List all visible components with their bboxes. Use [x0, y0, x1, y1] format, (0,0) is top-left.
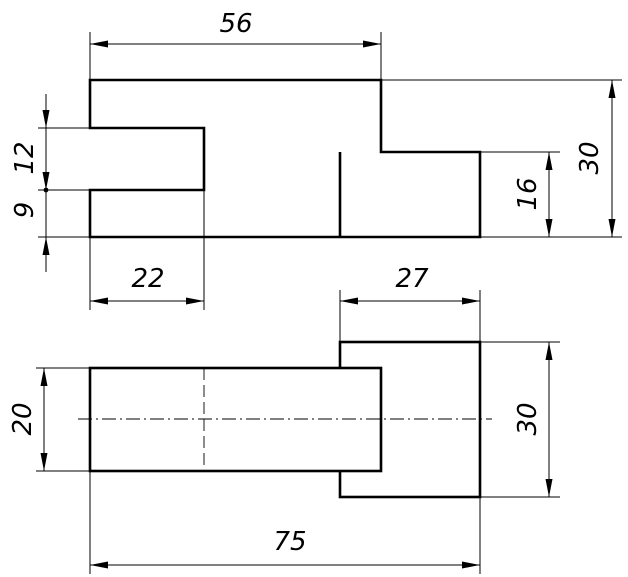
top-view: 56 30 16 12 9	[10, 9, 622, 310]
dim-total-length: 75	[90, 527, 480, 569]
dim-label-22: 22	[131, 264, 164, 294]
dim-label-75: 75	[273, 527, 306, 557]
dim-block-height: 30	[513, 342, 553, 497]
dim-slot-width: 12 9	[10, 94, 50, 272]
dim-label-56: 56	[219, 9, 252, 39]
dim-label-30-bottom: 30	[513, 402, 543, 435]
dim-label-20: 20	[8, 402, 38, 435]
top-view-outline	[88, 78, 482, 239]
bottom-view: 27 30 20 75	[8, 264, 560, 574]
dim-bar-height: 20	[8, 368, 48, 471]
dim-slot-depth: 22	[90, 264, 204, 305]
dim-label-9: 9	[10, 202, 40, 219]
dim-label-16: 16	[513, 177, 543, 210]
dim-step-height: 16	[513, 152, 553, 237]
dim-label-27: 27	[395, 264, 429, 294]
dim-label-12: 12	[10, 141, 40, 174]
dim-overall-length: 56	[90, 9, 381, 48]
dim-block-width: 27	[340, 264, 480, 305]
dim-overall-height: 30	[575, 80, 616, 237]
dim-label-30-top: 30	[575, 141, 605, 174]
bottom-bar	[88, 366, 383, 473]
